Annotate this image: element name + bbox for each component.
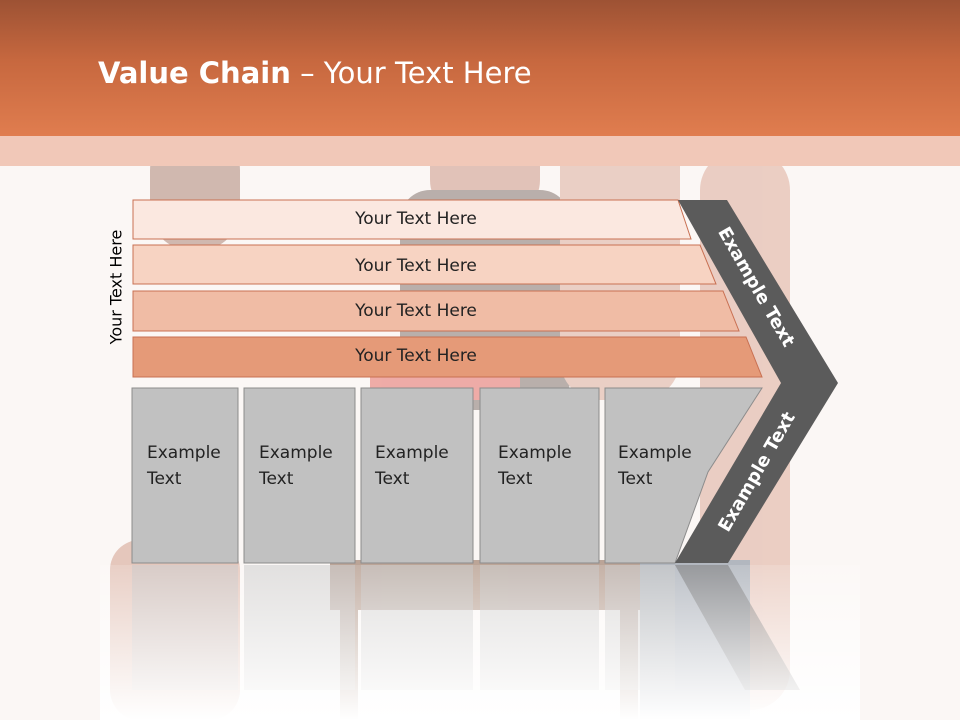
primary-box-label: Example Text — [498, 440, 572, 492]
support-bar — [132, 336, 763, 378]
support-bar-label: Your Text Here — [355, 256, 477, 276]
box-label-line2: Text — [498, 469, 533, 489]
support-bar-label: Your Text Here — [355, 301, 477, 321]
header-bar — [0, 0, 960, 136]
chevron-lower — [675, 383, 838, 563]
primary-box — [131, 387, 239, 564]
box-label-line2: Text — [618, 469, 653, 489]
slide-title-rest: – Your Text Here — [290, 56, 532, 90]
primary-box-label: Example Text — [259, 440, 333, 492]
box-label-line2: Text — [259, 469, 294, 489]
primary-box — [360, 387, 474, 564]
primary-box-label: Example Text — [618, 440, 692, 492]
primary-box — [479, 387, 600, 564]
chevron-upper — [678, 200, 838, 383]
support-bar-label: Your Text Here — [355, 209, 477, 229]
support-bar-label: Your Text Here — [355, 346, 477, 366]
primary-box — [604, 387, 763, 564]
box-label-line1: Example — [375, 443, 449, 463]
support-bar — [132, 199, 692, 240]
primary-box — [243, 387, 356, 564]
box-label-line1: Example — [259, 443, 333, 463]
support-bar — [132, 244, 717, 285]
box-label-line1: Example — [618, 443, 692, 463]
header-band — [0, 136, 960, 166]
slide-title: Value Chain – Your Text Here — [98, 56, 532, 90]
box-label-line1: Example — [498, 443, 572, 463]
box-label-line2: Text — [147, 469, 182, 489]
reflection-fade — [100, 565, 860, 720]
primary-box-label: Example Text — [375, 440, 449, 492]
slide-title-bold: Value Chain — [98, 56, 291, 90]
box-label-line2: Text — [375, 469, 410, 489]
box-label-line1: Example — [147, 443, 221, 463]
support-bar — [132, 290, 740, 332]
primary-box-label: Example Text — [147, 440, 221, 492]
